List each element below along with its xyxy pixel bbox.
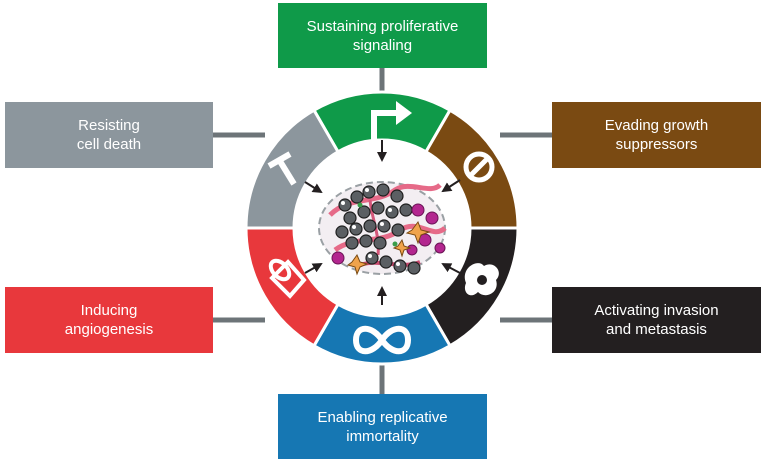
vessel-icon bbox=[268, 258, 307, 299]
arrow-icon bbox=[371, 101, 412, 140]
cross-icon bbox=[267, 151, 297, 186]
cell-icon bbox=[464, 263, 499, 296]
label-top: Sustaining proliferative signaling bbox=[278, 3, 487, 68]
label-text-bottom: Enabling replicative immortality bbox=[317, 408, 448, 445]
label-text-top-right: Evading growth suppressors bbox=[604, 117, 709, 153]
label-text-top-left: Resisting cell death bbox=[76, 117, 142, 153]
no-entry-icon bbox=[463, 151, 495, 183]
connector-lines bbox=[213, 68, 552, 394]
label-bottom-left: Inducing angiogenesis bbox=[5, 287, 213, 353]
label-text-bottom-right: Activating invasion and metastasis bbox=[594, 302, 719, 338]
label-bottom-right: Activating invasion and metastasis bbox=[552, 287, 761, 353]
inward-arrows bbox=[304, 140, 461, 305]
tumor-illustration bbox=[318, 181, 447, 276]
infinity-icon bbox=[352, 325, 412, 355]
label-text-bottom-left: Inducing angiogenesis bbox=[64, 302, 154, 338]
label-top-right: Evading growth suppressors bbox=[552, 102, 761, 168]
label-bottom: Enabling replicative immortality bbox=[278, 394, 487, 459]
label-top-left: Resisting cell death bbox=[5, 102, 213, 168]
label-text-top: Sustaining proliferative signaling bbox=[306, 17, 459, 54]
